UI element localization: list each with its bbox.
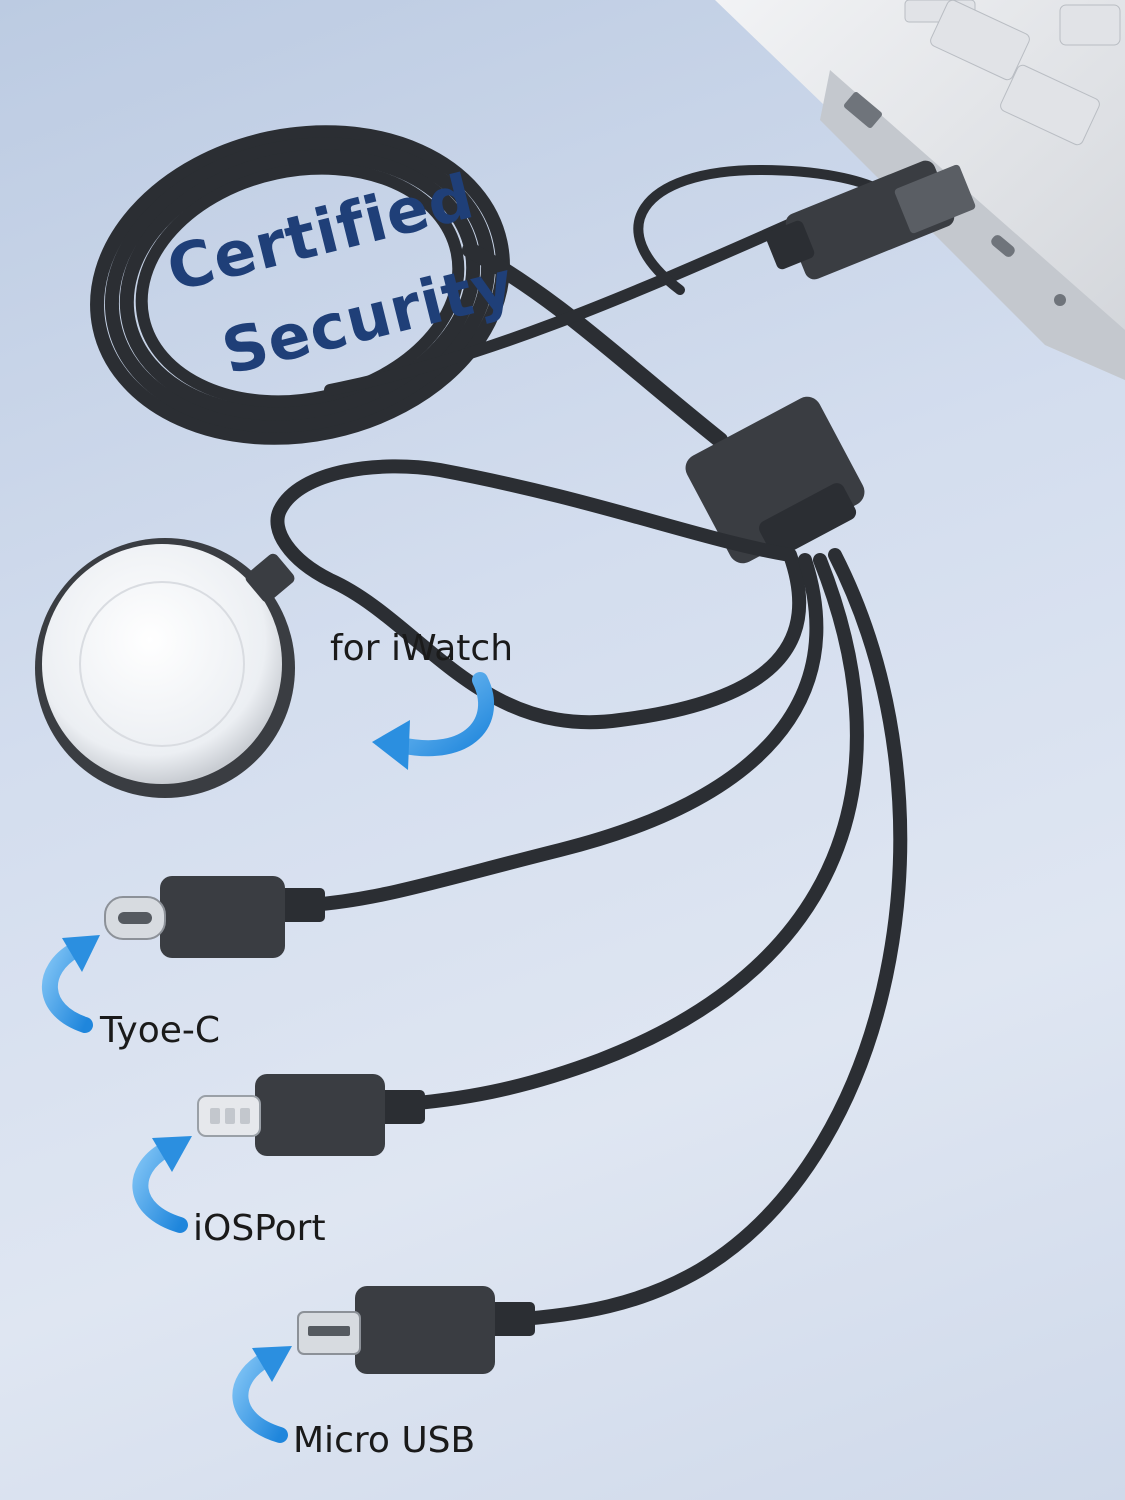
curved-arrow-icon-iwatch <box>372 672 494 770</box>
micro-usb-connector-icon <box>297 1286 535 1374</box>
label-ios: iOSPort <box>193 1208 326 1249</box>
label-micro: Micro USB <box>293 1420 476 1461</box>
usb-a-connector-icon <box>765 160 976 280</box>
label-typec: Tyoe-C <box>100 1010 220 1051</box>
label-iwatch: for iWatch <box>330 628 514 669</box>
watch-charger-puck-icon <box>35 538 295 798</box>
curved-arrow-icon-ios <box>132 1136 192 1233</box>
branch-cables <box>270 459 908 1327</box>
curved-arrow-icon-typec <box>42 935 100 1033</box>
lightning-connector-icon <box>197 1074 425 1156</box>
curved-arrow-icon-micro <box>232 1346 292 1443</box>
splitter-block <box>685 396 865 564</box>
usb-c-connector-icon <box>104 876 325 958</box>
main-cable <box>324 164 885 448</box>
